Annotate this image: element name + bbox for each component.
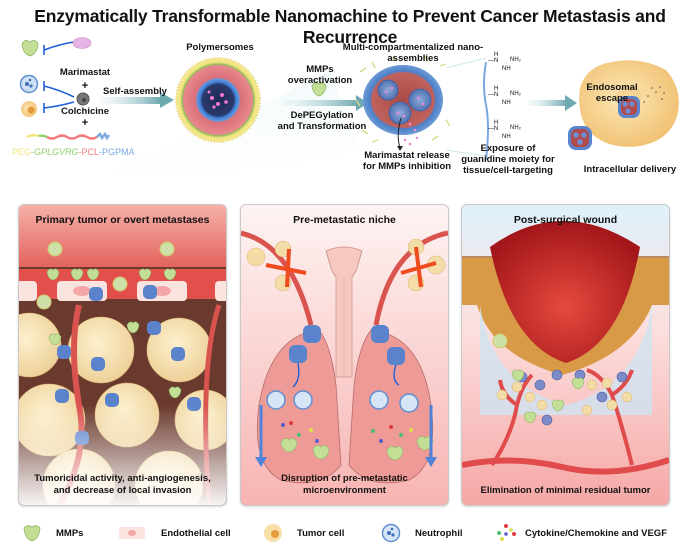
circulating-cell <box>492 333 508 349</box>
blood-vessel <box>241 230 314 326</box>
legend-neutrophil: Neutrophil <box>381 523 463 543</box>
wound-illustration <box>462 221 669 475</box>
panel-pre-metastatic-niche: Pre-metastatic niche Disruption of pre-m… <box>240 204 449 506</box>
mmp-icon <box>21 40 39 57</box>
mmp-icon <box>23 525 41 542</box>
panel-caption: Tumoricidal activity, anti-angiogenesis,… <box>34 473 211 496</box>
plus-sign: + <box>81 117 89 129</box>
self-assembly-label: Self-assembly <box>103 86 167 97</box>
target-cell <box>568 60 679 150</box>
circulating-cells <box>36 241 175 310</box>
release-pointer <box>397 117 402 149</box>
tumor-cell-icon <box>264 524 282 542</box>
inhibit-line <box>292 362 300 388</box>
pgpma-text: PGPMA <box>102 147 135 157</box>
legend-endothelial-cell: Endothelial cell <box>119 523 231 543</box>
figure-title: Enzymatically Transformable Nanomachine … <box>34 6 666 47</box>
blood-vessel <box>373 230 448 326</box>
multi-compartment-label: Multi-compartmentalized nano-assemblies <box>342 42 484 64</box>
legend-label: Neutrophil <box>415 527 463 539</box>
pcl-text: PCL <box>81 147 100 157</box>
primary-tumor-illustration <box>19 205 226 505</box>
peptide-text: GPLGVRG <box>34 147 79 157</box>
guanidine-groups: H —N NH₂ NH H —N NH₂ NH H —N NH₂ NH <box>488 52 521 140</box>
lung-illustration <box>241 230 448 484</box>
released-peg-fibers <box>355 55 451 143</box>
top-scheme <box>19 37 679 200</box>
neutrophil-icon <box>19 74 39 94</box>
tumor-cell-icon <box>21 101 37 117</box>
colchicine-label: Colchicine <box>60 106 110 117</box>
cytokine-icon <box>497 524 516 541</box>
peg-segment <box>26 134 40 139</box>
blocked-cross <box>265 246 437 288</box>
endothelial-cell-icon <box>119 527 145 539</box>
legend-tumor-cell: Tumor cell <box>263 523 344 543</box>
legend-mmps: MMPs <box>22 523 83 543</box>
panel-title: Pre-metastatic niche <box>293 214 396 226</box>
nano-assembly <box>363 65 443 146</box>
polymer-backbone <box>483 61 489 161</box>
tumor-cells <box>496 377 633 416</box>
neutrophil-icon <box>381 523 401 543</box>
halo-sweep <box>30 70 360 200</box>
pcl-segment <box>46 134 98 140</box>
marimastat-icon <box>72 37 92 49</box>
pgpma-segment <box>96 131 110 141</box>
self-assembly-arrow <box>100 97 160 104</box>
mmp-icon <box>311 82 327 97</box>
polymersome <box>175 57 261 143</box>
nanoassemblies <box>55 285 201 445</box>
legend-label: Cytokine/Chemokine and VEGF <box>525 527 667 539</box>
mmp-cluster <box>280 436 434 461</box>
inhibit-line-marimastat <box>43 41 75 51</box>
intracellular-delivery-label: Intracellular delivery <box>583 164 677 175</box>
cytokines <box>281 421 413 443</box>
peg-text: PEG <box>12 147 32 157</box>
panel-post-surgical-wound: Post-surgical wound Elimination of minim… <box>461 204 670 506</box>
wound <box>490 221 640 363</box>
transformation-arrow <box>282 100 357 106</box>
nanoassemblies <box>289 325 405 365</box>
mmp-cluster <box>46 268 182 399</box>
polymersomes-label: Polymersomes <box>186 42 254 53</box>
plus-sign: + <box>81 80 89 92</box>
panel-caption: Elimination of minimal residual tumor <box>480 485 651 496</box>
neutrophils <box>266 390 419 413</box>
panel-title: Post-surgical wound <box>513 214 618 226</box>
legend-cytokine: Cytokine/Chemokine and VEGF <box>495 523 667 543</box>
delivery-arrow <box>528 100 566 106</box>
marimastat-label: Marimastat <box>59 67 111 78</box>
inhibit-line <box>393 364 400 386</box>
mmp-cluster <box>511 369 585 424</box>
panel-title: Primary tumor or overt metastases <box>35 214 210 226</box>
polymer-name: PEG-GPLGVRG-PCL-PGPMA <box>12 147 135 157</box>
legend-label: Endothelial cell <box>161 527 231 539</box>
peptide-segment <box>38 134 48 139</box>
legend-label: Tumor cell <box>297 527 345 539</box>
legend-label: MMPs <box>56 527 84 539</box>
panel-primary-tumor: Primary tumor or overt metastases Tumori… <box>18 204 227 506</box>
right-lung <box>348 329 434 484</box>
